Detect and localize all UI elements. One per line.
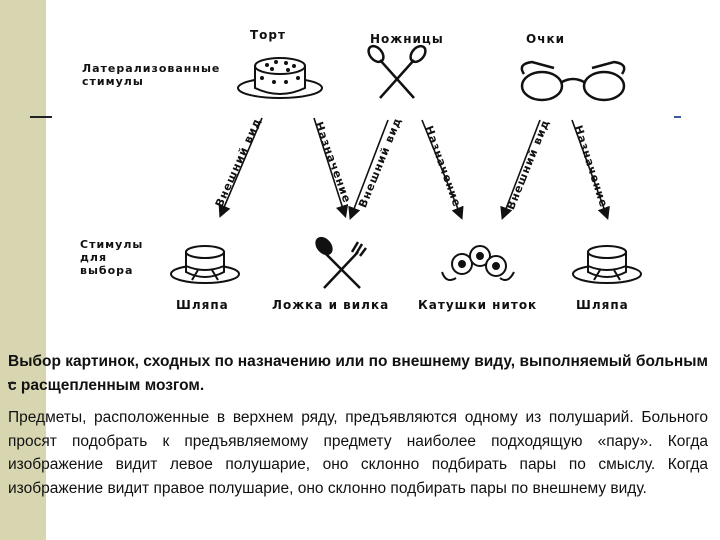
scissors-icon xyxy=(367,44,427,99)
label-cake: Торт xyxy=(250,28,286,42)
slide-dash-left xyxy=(30,116,52,118)
body-paragraph: Предметы, расположенные в верхнем ряду, … xyxy=(8,409,708,497)
left-decor-bar xyxy=(0,0,48,540)
label-spoon-fork: Ложка и вилка xyxy=(272,298,390,312)
split-brain-figure: Торт Ножницы Очки Латерализованные стиму… xyxy=(62,16,674,334)
figure-drawing xyxy=(170,44,642,289)
label-lateralized-stimuli: Латерализованные стимулы xyxy=(82,62,221,88)
figure-caption: Выбор картинок, сходных по назначению ил… xyxy=(8,353,708,394)
label-hat: Шляпа xyxy=(576,298,629,312)
glasses-icon xyxy=(520,60,626,102)
slide-dash-right xyxy=(673,116,681,118)
label-choice-stimuli: Стимулы для выбора xyxy=(80,238,144,277)
spoon-fork-icon xyxy=(315,236,367,289)
caption-mark xyxy=(8,382,16,384)
cake-icon xyxy=(237,57,323,99)
label-hat: Шляпа xyxy=(176,298,229,312)
label-spools: Катушки ниток xyxy=(418,298,538,312)
hat-icon xyxy=(572,245,642,284)
left-decor-edge xyxy=(46,0,48,540)
hat-icon xyxy=(170,245,240,284)
label-scissors: Ножницы xyxy=(370,32,444,46)
spools-icon xyxy=(441,245,515,281)
label-glasses: Очки xyxy=(526,32,565,46)
matching-arrows xyxy=(218,117,610,221)
